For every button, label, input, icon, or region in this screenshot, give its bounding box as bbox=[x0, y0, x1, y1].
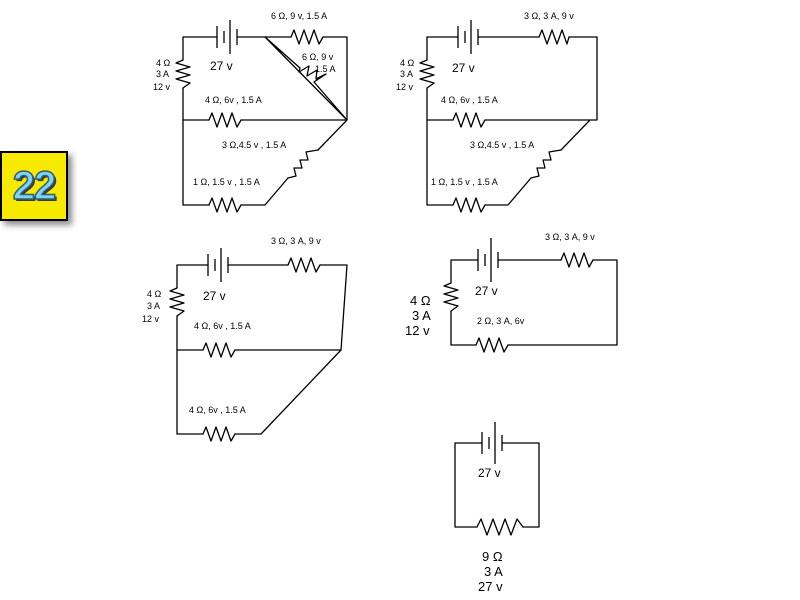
c3-resistor-top bbox=[287, 257, 321, 273]
c3-battery-label: 27 v bbox=[203, 289, 226, 303]
c2-diag2-label: 3 Ω,4.5 v , 1.5 A bbox=[470, 140, 534, 150]
c3-left-label-3: 12 v bbox=[142, 314, 160, 324]
c1-resistor-diag bbox=[298, 65, 327, 83]
c1-battery bbox=[216, 20, 238, 54]
circuit-5: 27 v 9 Ω 3 A 27 v bbox=[454, 422, 540, 594]
c5-battery-label: 27 v bbox=[478, 466, 501, 480]
c5-resistor-bottom bbox=[476, 518, 524, 536]
c3-battery bbox=[207, 248, 229, 282]
c4-bottom-label: 2 Ω, 3 A, 6v bbox=[477, 316, 525, 326]
c2-wires bbox=[426, 36, 598, 206]
slide-number: 22 bbox=[12, 163, 57, 209]
c4-resistor-top bbox=[560, 252, 594, 268]
c1-left-label-2: 3 A bbox=[156, 69, 169, 79]
c2-resistor-left bbox=[419, 59, 435, 89]
c3-left-label-1: 4 Ω bbox=[147, 289, 162, 299]
c2-left-label-1: 4 Ω bbox=[400, 58, 415, 68]
circuit-4: 27 v 4 Ω 3 A 12 v 3 Ω, 3 A, 9 v 2 Ω, 3 A… bbox=[405, 232, 618, 353]
c4-battery bbox=[477, 238, 499, 282]
c3-resistor-left bbox=[169, 287, 185, 317]
c4-battery-label: 27 v bbox=[475, 284, 498, 298]
c1-resistor-diag2 bbox=[287, 149, 319, 179]
c2-resistor-mid bbox=[452, 112, 486, 128]
c1-top-label: 6 Ω, 9 v, 1.5 A bbox=[271, 11, 327, 21]
c2-resistor-diag2 bbox=[530, 149, 562, 179]
c3-wires bbox=[176, 264, 348, 435]
c4-left-label-2: 3 A bbox=[412, 308, 431, 323]
c1-resistor-bottom bbox=[208, 197, 242, 213]
c4-resistor-bottom bbox=[475, 337, 509, 353]
c2-left-label-2: 3 A bbox=[400, 69, 413, 79]
c2-battery-label: 27 v bbox=[452, 61, 475, 75]
c1-diag-label-2: 1.5 A bbox=[315, 64, 336, 74]
c1-wires bbox=[182, 36, 348, 206]
c1-diag2-label: 3 Ω,4.5 v , 1.5 A bbox=[222, 140, 286, 150]
c2-top-label: 3 Ω, 3 A, 9 v bbox=[524, 11, 574, 21]
c4-left-label-1: 4 Ω bbox=[410, 293, 431, 308]
c4-resistor-left bbox=[443, 282, 459, 312]
c3-resistor-bottom bbox=[202, 426, 236, 442]
c1-resistor-top bbox=[290, 29, 324, 45]
c2-mid-label: 4 Ω, 6v , 1.5 A bbox=[441, 95, 498, 105]
c1-diag-label-1: 6 Ω, 9 v bbox=[302, 52, 334, 62]
c2-resistor-top bbox=[538, 29, 570, 45]
c2-resistor-bottom bbox=[452, 197, 486, 213]
c1-left-label-3: 12 v bbox=[153, 82, 171, 92]
circuit-1: 27 v 4 Ω 3 A 12 v 6 Ω, 9 v, 1.5 A 6 Ω, 9… bbox=[153, 11, 348, 213]
circuit-3: 27 v 4 Ω 3 A 12 v 3 Ω, 3 A, 9 v 4 Ω, 6v … bbox=[142, 236, 348, 442]
c4-wires bbox=[450, 259, 618, 346]
c5-bottom-label-1: 9 Ω bbox=[482, 549, 503, 564]
c3-mid-label: 4 Ω, 6v , 1.5 A bbox=[194, 321, 251, 331]
c1-resistor-left bbox=[175, 59, 191, 89]
c4-top-label: 3 Ω, 3 A, 9 v bbox=[545, 232, 595, 242]
c5-bottom-label-3: 27 v bbox=[478, 579, 503, 594]
c1-mid-label: 4 Ω, 6v , 1.5 A bbox=[205, 95, 262, 105]
c5-wires bbox=[454, 442, 540, 528]
c3-bottom-label: 4 Ω, 6v , 1.5 A bbox=[189, 405, 246, 415]
c1-resistor-mid bbox=[208, 112, 242, 128]
c3-top-label: 3 Ω, 3 A, 9 v bbox=[271, 236, 321, 246]
c5-bottom-label-2: 3 A bbox=[484, 564, 503, 579]
c4-left-label-3: 12 v bbox=[405, 323, 430, 338]
c1-bottom-label: 1 Ω, 1.5 v , 1.5 A bbox=[193, 177, 260, 187]
c3-left-label-2: 3 A bbox=[147, 301, 160, 311]
c2-left-label-3: 12 v bbox=[396, 82, 414, 92]
c1-left-label-1: 4 Ω bbox=[156, 58, 171, 68]
c3-resistor-mid bbox=[202, 342, 236, 358]
c2-bottom-label: 1 Ω, 1.5 v , 1.5 A bbox=[431, 177, 498, 187]
c2-battery bbox=[457, 20, 479, 54]
circuit-2: 27 v 4 Ω 3 A 12 v 3 Ω, 3 A, 9 v 4 Ω, 6v … bbox=[396, 11, 598, 213]
c5-battery bbox=[481, 422, 503, 464]
slide-number-badge: 22 bbox=[0, 151, 68, 221]
c1-battery-label: 27 v bbox=[210, 59, 233, 73]
